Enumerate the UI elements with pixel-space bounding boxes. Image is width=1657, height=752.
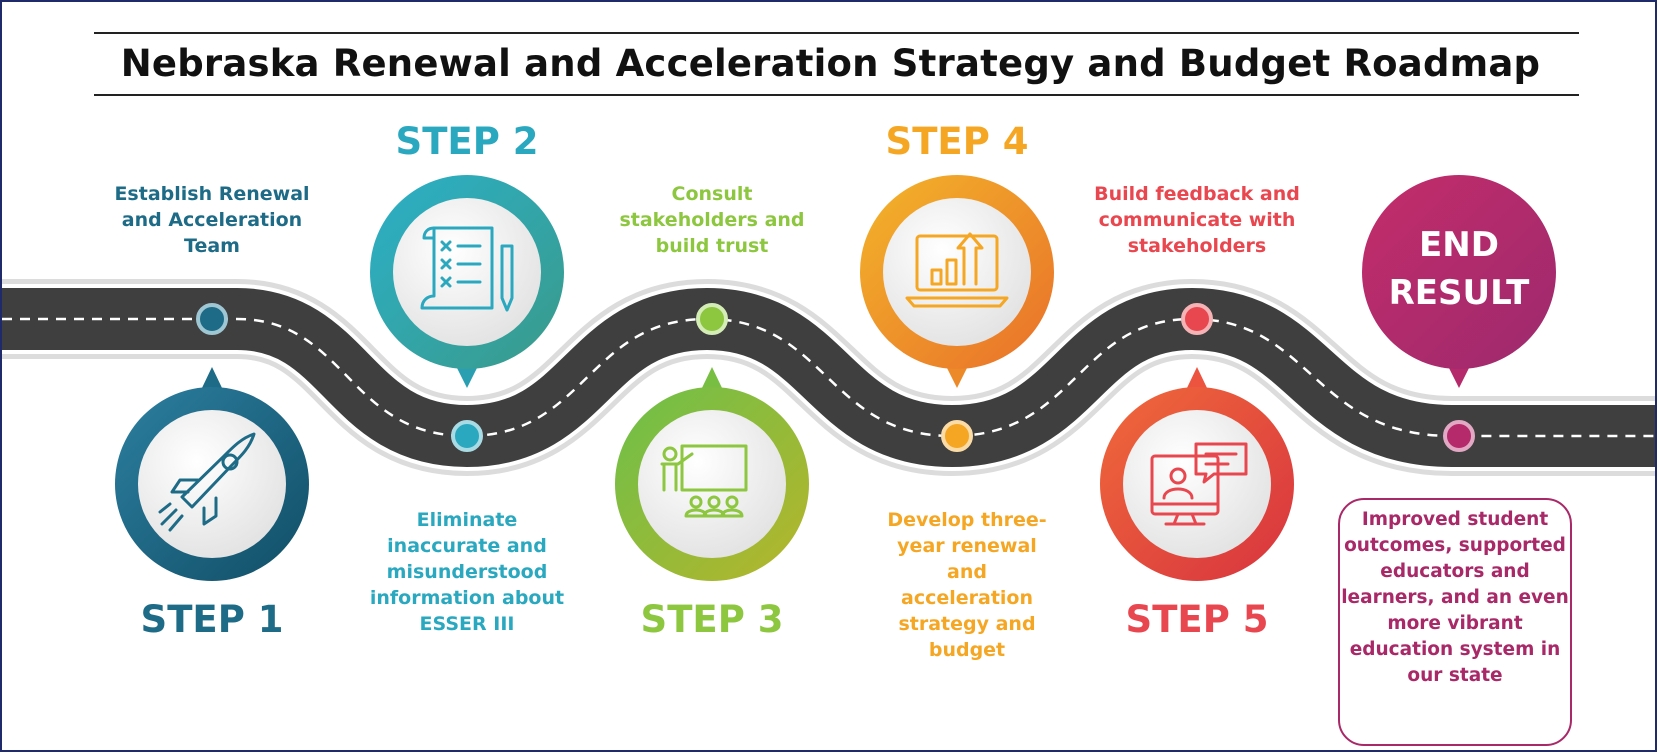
step-5-label: STEP 5 [1125,598,1269,641]
step-4-description: Develop three-year renewal and accelerat… [887,509,1047,661]
video-chat-monitor-icon [1150,442,1248,526]
step-2-badge [370,175,564,388]
step-3-label: STEP 3 [640,598,784,641]
checklist-scroll-icon [420,226,514,312]
road-markers [196,303,1475,452]
title-rule-top [94,32,1579,34]
step-5-badge [1100,367,1294,581]
step-5-description: Build feedback and communicate with stak… [1094,183,1300,257]
presentation-audience-icon [660,444,748,518]
road-center-line [2,317,1655,438]
step-3-badge [615,367,809,581]
marker-step-4 [941,420,973,452]
step-2-description: Eliminate inaccurate and misunderstood i… [369,509,565,635]
marker-step-5 [1181,303,1213,335]
step-1-badge [115,367,309,581]
end-result-box [1338,498,1572,746]
rocket-icon [158,432,256,532]
laptop-growth-chart-icon [905,232,1009,308]
end-label-line-2: RESULT [1388,273,1530,313]
title-rule-bottom [94,94,1579,96]
page-title: Nebraska Renewal and Acceleration Strate… [120,42,1541,85]
end-result-description: Improved student outcomes, supported edu… [1341,509,1569,686]
road [2,278,1655,477]
step-1-label: STEP 1 [140,598,284,641]
marker-step-3 [696,303,728,335]
marker-end [1443,420,1475,452]
step-3-description: Consult stakeholders and build trust [619,183,805,257]
step-4-badge [860,175,1054,388]
marker-step-1 [196,303,228,335]
end-result-badge [1362,175,1556,388]
marker-step-2 [451,420,483,452]
end-label-line-1: END [1419,225,1499,265]
step-2-label: STEP 2 [395,120,539,163]
step-4-label: STEP 4 [885,120,1029,163]
step-1-description: Establish Renewal and Acceleration Team [114,183,310,257]
